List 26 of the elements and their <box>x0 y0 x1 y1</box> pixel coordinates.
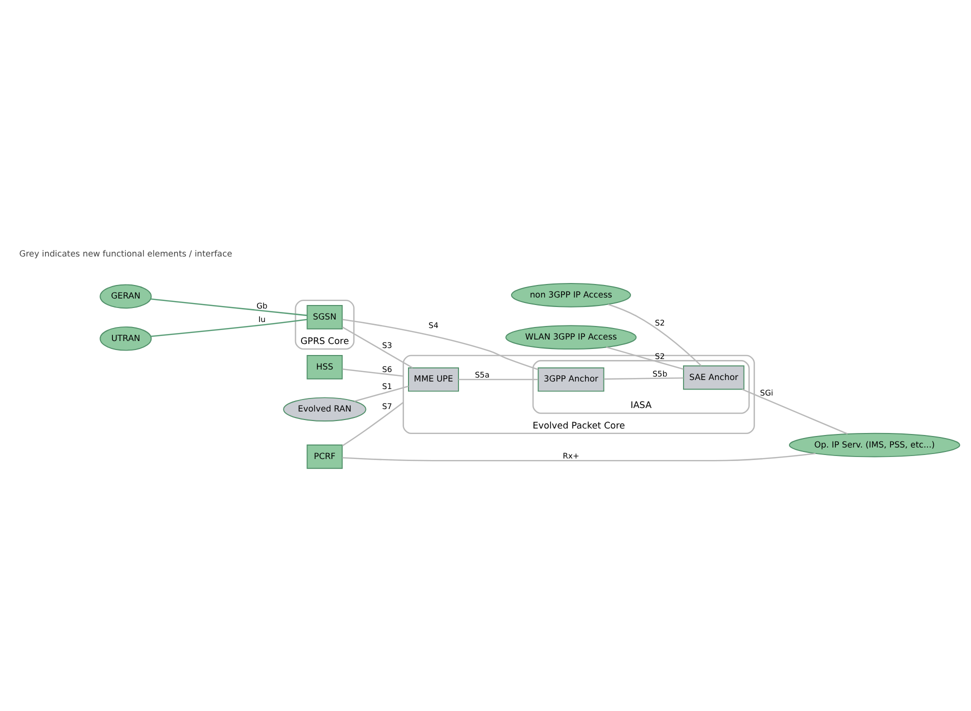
node-ellipse: UTRAN <box>100 326 152 351</box>
node-ellipse: WLAN 3GPP IP Access <box>505 325 637 350</box>
connector <box>608 304 702 366</box>
connector <box>342 452 816 462</box>
connector <box>458 378 538 380</box>
connector <box>342 402 404 446</box>
connector <box>354 386 409 402</box>
node-box: PCRF <box>306 444 343 469</box>
connector <box>150 318 308 337</box>
node-box: SGSN <box>306 305 343 330</box>
node-ellipse: Evolved RAN <box>283 397 366 422</box>
node-ellipse: non 3GPP IP Access <box>511 282 631 308</box>
connector <box>606 346 684 370</box>
node-box: MME UPE <box>408 367 459 392</box>
node-box: 3GPP Anchor <box>538 367 604 392</box>
node-box: HSS <box>306 355 343 380</box>
node-ellipse: Op. IP Serv. (IMS, PSS, etc...) <box>788 432 960 458</box>
connector <box>342 368 404 377</box>
connector <box>742 388 848 434</box>
label: Grey indicates new functional elements / interface <box>19 248 232 258</box>
connector <box>342 318 538 370</box>
node-box: SAE Anchor <box>683 365 744 390</box>
connector <box>150 298 308 316</box>
connector <box>604 377 684 380</box>
node-ellipse: GERAN <box>100 284 152 309</box>
connector <box>342 326 413 368</box>
